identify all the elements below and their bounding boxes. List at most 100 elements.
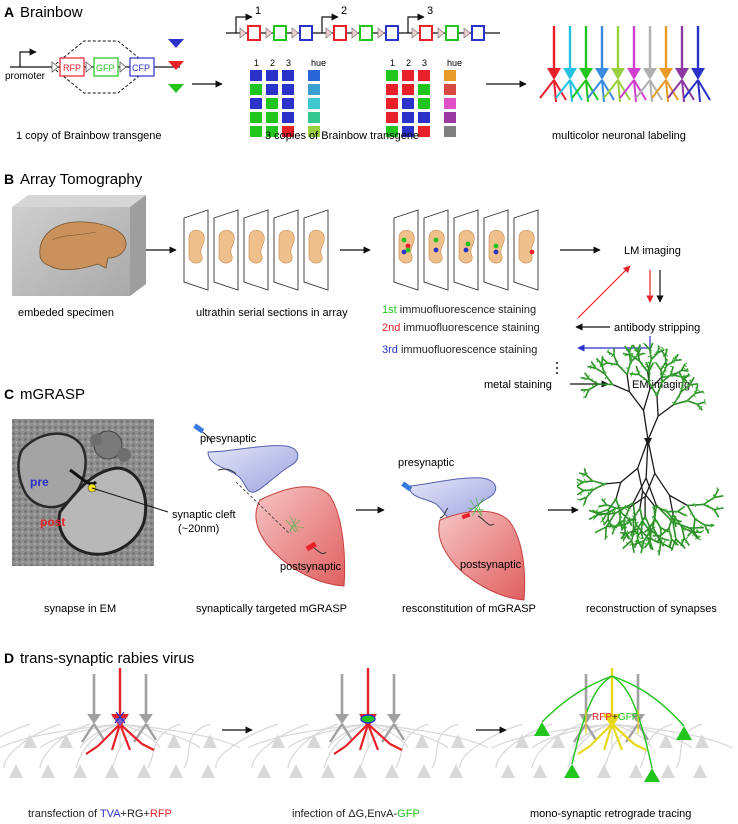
spine-mark xyxy=(679,388,682,390)
spine-mark xyxy=(640,540,644,544)
faint-neuron-icon xyxy=(533,764,547,778)
antibody-stripping-label: antibody stripping xyxy=(614,322,700,334)
faint-connection xyxy=(0,723,121,749)
spine-mark xyxy=(611,353,613,356)
spine-mark xyxy=(625,367,629,371)
spine-mark xyxy=(636,539,640,544)
spine-mark xyxy=(640,532,642,535)
green-triangle-icon xyxy=(168,84,184,93)
stain-dot-icon xyxy=(465,241,471,247)
grid2-header-hue: hue xyxy=(447,58,462,68)
spine-mark xyxy=(611,383,613,385)
faint-neuron-icon xyxy=(169,764,183,778)
spine-mark xyxy=(716,487,719,491)
dendrite-segment xyxy=(642,410,649,441)
spine-mark xyxy=(621,536,625,539)
spine-mark xyxy=(647,534,651,537)
spine-mark xyxy=(635,540,639,544)
synaptic-cleft-size: (~20nm) xyxy=(178,523,219,535)
metal-staining-label: metal staining xyxy=(484,379,552,391)
faint-connection xyxy=(367,723,409,749)
traced-axon xyxy=(611,675,653,769)
hue-cell xyxy=(444,98,456,109)
faint-connection xyxy=(39,723,91,769)
lm-imaging-label: LM imaging xyxy=(624,245,681,257)
hue-cell xyxy=(418,84,430,95)
faint-connection xyxy=(531,723,583,769)
spine-mark xyxy=(640,542,644,546)
dendrite-segment xyxy=(656,381,663,397)
grid2-header-3: 3 xyxy=(422,58,427,68)
spine-mark xyxy=(669,523,672,526)
spine-mark xyxy=(697,389,701,393)
spine-mark xyxy=(605,503,607,507)
spine-mark xyxy=(621,525,625,528)
stain-dot-icon xyxy=(433,237,439,243)
spine-mark xyxy=(682,367,686,370)
spine-mark xyxy=(601,510,603,513)
spine-mark xyxy=(713,495,716,498)
neuron-dendrite xyxy=(619,79,647,103)
spine-mark xyxy=(649,357,654,362)
faint-neuron-icon xyxy=(661,764,675,778)
dendrite-segment xyxy=(669,494,688,507)
spine-mark xyxy=(584,472,587,475)
section-tissue-icon xyxy=(428,229,445,264)
faint-neuron-icon xyxy=(597,764,611,778)
spine-mark xyxy=(705,498,709,502)
spine-mark xyxy=(623,523,625,525)
faint-neuron-icon xyxy=(501,764,515,778)
neuron-soma-icon xyxy=(595,68,609,80)
stain-dot-icon xyxy=(433,247,439,253)
spine-mark xyxy=(651,524,654,527)
faint-connection xyxy=(367,723,449,749)
hue-cell xyxy=(250,70,262,81)
spine-mark xyxy=(614,360,617,363)
hue-cell xyxy=(282,98,294,109)
dendrite-segment xyxy=(588,509,601,515)
dendrite-segment xyxy=(647,536,660,544)
neuron-dendrite xyxy=(555,79,583,103)
faint-neuron-icon xyxy=(167,734,181,748)
spine-mark xyxy=(639,522,643,526)
dendrite-segment xyxy=(644,343,651,351)
spine-mark xyxy=(601,527,604,530)
stain-dot-icon xyxy=(493,243,499,249)
hue-cell xyxy=(444,126,456,137)
faint-neuron-icon xyxy=(695,734,709,748)
spine-mark xyxy=(692,527,696,531)
grid2-header-2: 2 xyxy=(406,58,411,68)
spine-mark xyxy=(587,388,590,391)
faint-connection xyxy=(0,723,31,738)
spine-mark xyxy=(708,525,711,528)
faint-neuron-icon xyxy=(415,734,429,748)
spine-mark xyxy=(669,532,673,536)
presynaptic-label-2: presynaptic xyxy=(398,457,455,469)
spine-mark xyxy=(685,370,688,373)
center-dendrite xyxy=(577,723,647,755)
input-neuron-icon xyxy=(87,714,101,724)
dendrite-segment xyxy=(630,355,639,363)
fp-cassette xyxy=(333,25,347,41)
fp-cassette xyxy=(445,25,459,41)
spine-mark xyxy=(647,361,651,364)
dendrite-segment xyxy=(628,391,645,411)
faint-neuron-icon xyxy=(321,764,335,778)
neuron-soma-icon xyxy=(659,68,673,80)
faint-connection xyxy=(395,723,429,769)
spine-mark xyxy=(591,479,595,482)
spine-mark xyxy=(714,494,718,498)
faint-connection xyxy=(459,723,523,769)
spine-mark xyxy=(610,363,613,367)
spine-mark xyxy=(618,523,620,527)
dendrite-segment xyxy=(689,526,704,529)
spine-mark xyxy=(624,535,627,537)
spine-mark xyxy=(709,523,713,526)
spine-mark xyxy=(609,381,612,384)
faint-neuron-icon xyxy=(105,764,119,778)
faint-connection xyxy=(603,723,643,769)
spine-mark xyxy=(645,362,647,365)
spine-mark xyxy=(658,536,661,539)
dendrite-segment xyxy=(612,383,630,393)
panel-c-caption-1: synapse in EM xyxy=(44,603,116,615)
